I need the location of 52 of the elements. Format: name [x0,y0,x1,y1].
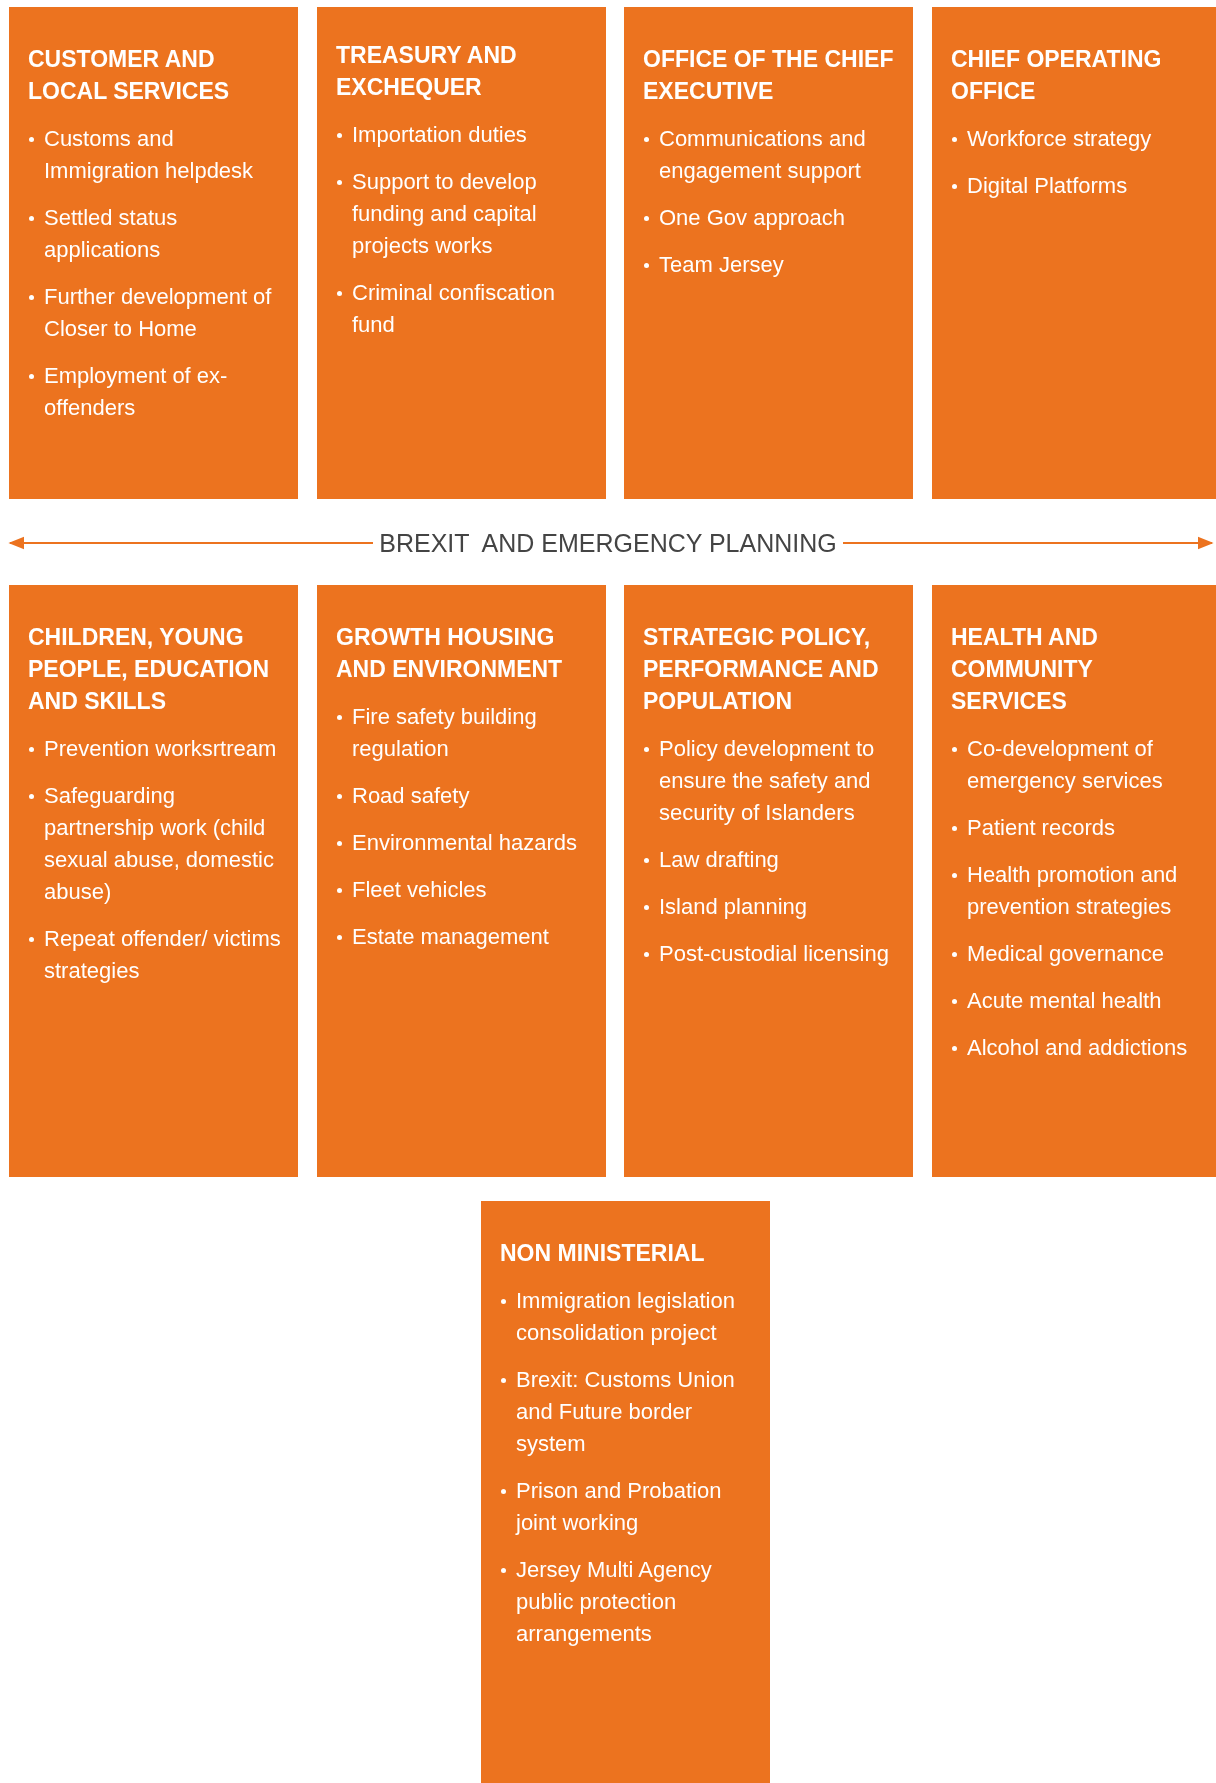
bullet-text: Jersey Multi Agency public protection arrangements [516,1557,712,1646]
bullet-text: Road safety [352,783,470,808]
bullet-text: Support to develop funding and capital projects works [352,169,537,258]
bullet-text: Customs and Immigration helpdesk [44,126,254,183]
bullet-text: Immigration legislation consolidation project [516,1288,735,1345]
box-heading: NON MINISTERIAL [500,1239,706,1268]
department-box [317,585,606,1177]
bullet-text: One Gov approach [659,205,845,230]
department-box [481,1201,770,1783]
bullet-text: Importation duties [352,122,527,147]
bullet-text: Law drafting [659,847,779,872]
department-box [624,7,913,499]
bullet-text: Safeguarding partnership work (child sexual abuse, domestic abuse) [44,783,274,904]
bullet-text: Policy development to ensure the safety and security of Islanders [659,736,875,825]
box-heading: CHIEF OPERATING OFFICE [951,45,1163,106]
bullet-text: Environmental hazards [352,830,577,855]
bullet-text: Team Jersey [659,252,784,277]
bullet-text: Settled status applications [44,205,178,262]
bullet-text: Post-custodial licensing [659,941,889,966]
box-heading: HEALTH AND COMMUNITY SERVICES [951,623,1099,716]
bullet-text: Acute mental health [967,988,1162,1013]
bullet-text: Prison and Probation joint working [516,1478,722,1535]
bullet-text: Co-development of emergency services [967,736,1163,793]
bullet-text: Employment of ex-offenders [44,363,228,420]
box-heading: STRATEGIC POLICY, PERFORMANCE AND POPULATION [643,623,880,716]
bullet-text: Fleet vehicles [352,877,487,902]
box-heading: CHILDREN, YOUNG PEOPLE, EDUCATION AND SKILLS [28,623,271,716]
department-box [9,585,298,1177]
bullet-text: Brexit: Customs Union and Future border system [516,1367,735,1456]
bullet-text: Island planning [659,894,807,919]
bullet-text: Medical governance [967,941,1164,966]
bullet-text: Alcohol and addictions [967,1035,1188,1060]
bullet-text: Patient records [967,815,1115,840]
box-heading: TREASURY AND EXCHEQUER [336,41,518,102]
bullet-text: Digital Platforms [967,173,1128,198]
department-box [932,7,1216,499]
bullet-text: Health promotion and prevention strategies [967,862,1178,919]
bullet-text: Further development of Closer to Home [44,284,272,341]
bullet-text: Repeat offender/ victims strategies [44,926,281,983]
box-heading: CUSTOMER AND LOCAL SERVICES [28,45,231,106]
box-heading: OFFICE OF THE CHIEF EXECUTIVE [643,45,895,106]
bullet-text: Prevention worksrtream [44,736,277,761]
bullet-text: Fire safety building regulation [352,704,537,761]
box-heading: GROWTH HOUSING AND ENVIRONMENT [336,623,564,684]
bullet-text: Estate management [352,924,549,949]
department-box [932,585,1216,1177]
department-box [624,585,913,1177]
bullet-text: Workforce strategy [967,126,1152,151]
bullet-text: Communications and engagement support [659,126,866,183]
department-box [317,7,606,499]
bullet-text: Criminal confiscation fund [352,280,555,337]
department-box [9,7,298,499]
